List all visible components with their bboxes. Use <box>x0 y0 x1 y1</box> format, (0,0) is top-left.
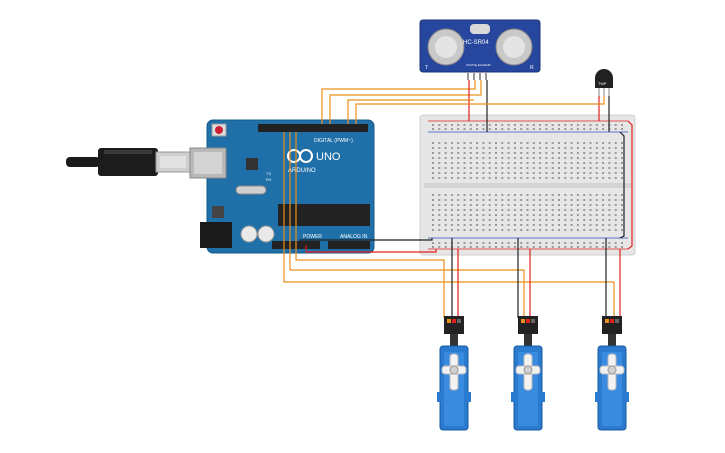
wire-echo <box>329 80 482 124</box>
wire-arduino-gnd <box>299 238 433 245</box>
wire-arduino-5v <box>305 245 437 253</box>
tmp-label: TMP <box>598 81 607 86</box>
pin-label-trig: Trig <box>472 63 477 67</box>
receiver-mark: R <box>530 65 534 71</box>
pin-label-gnd: GND <box>484 63 492 67</box>
wire-rail-jumper-red <box>627 120 633 250</box>
power-label: POWER <box>303 234 322 240</box>
tx-label: TX <box>266 171 271 176</box>
wire-servo-3-signal <box>283 132 615 318</box>
arduino-uno-label: UNO <box>316 151 341 163</box>
pin-label-vcc: VCC <box>466 63 473 67</box>
breadboard <box>419 114 636 256</box>
wires <box>283 80 633 318</box>
arduino-logo-text: ARDUINO <box>288 168 316 174</box>
temperature-sensor: TMP <box>595 69 613 96</box>
usb-cable <box>66 148 191 176</box>
servo-3 <box>595 316 629 431</box>
servo-2 <box>511 316 545 431</box>
wire-servo-2-signal <box>289 132 525 318</box>
ultrasonic-sensor: HC-SR04 T R VCC Trig Echo GND <box>419 19 541 80</box>
wire-servo-1-signal <box>295 132 445 318</box>
analog-in-label: ANALOG IN <box>340 234 368 240</box>
breadboard-holes <box>432 124 623 248</box>
pin-label-echo: Echo <box>478 63 485 67</box>
wire-tmp-signal <box>355 96 605 124</box>
hc-sr04-label: HC-SR04 <box>463 40 489 46</box>
servo-1 <box>437 316 471 431</box>
arduino-board: ARDUINO UNO DIGITAL (PWM~) POWER ANALOG … <box>189 119 375 254</box>
transmitter-mark: T <box>425 65 428 71</box>
rx-label: RX <box>266 177 272 182</box>
digital-header-label: DIGITAL (PWM~) <box>314 138 353 144</box>
wire-rail-jumper-black <box>619 131 625 239</box>
servo-group <box>437 316 629 431</box>
wire-trig <box>321 80 476 124</box>
wire-signal-top <box>347 99 474 124</box>
